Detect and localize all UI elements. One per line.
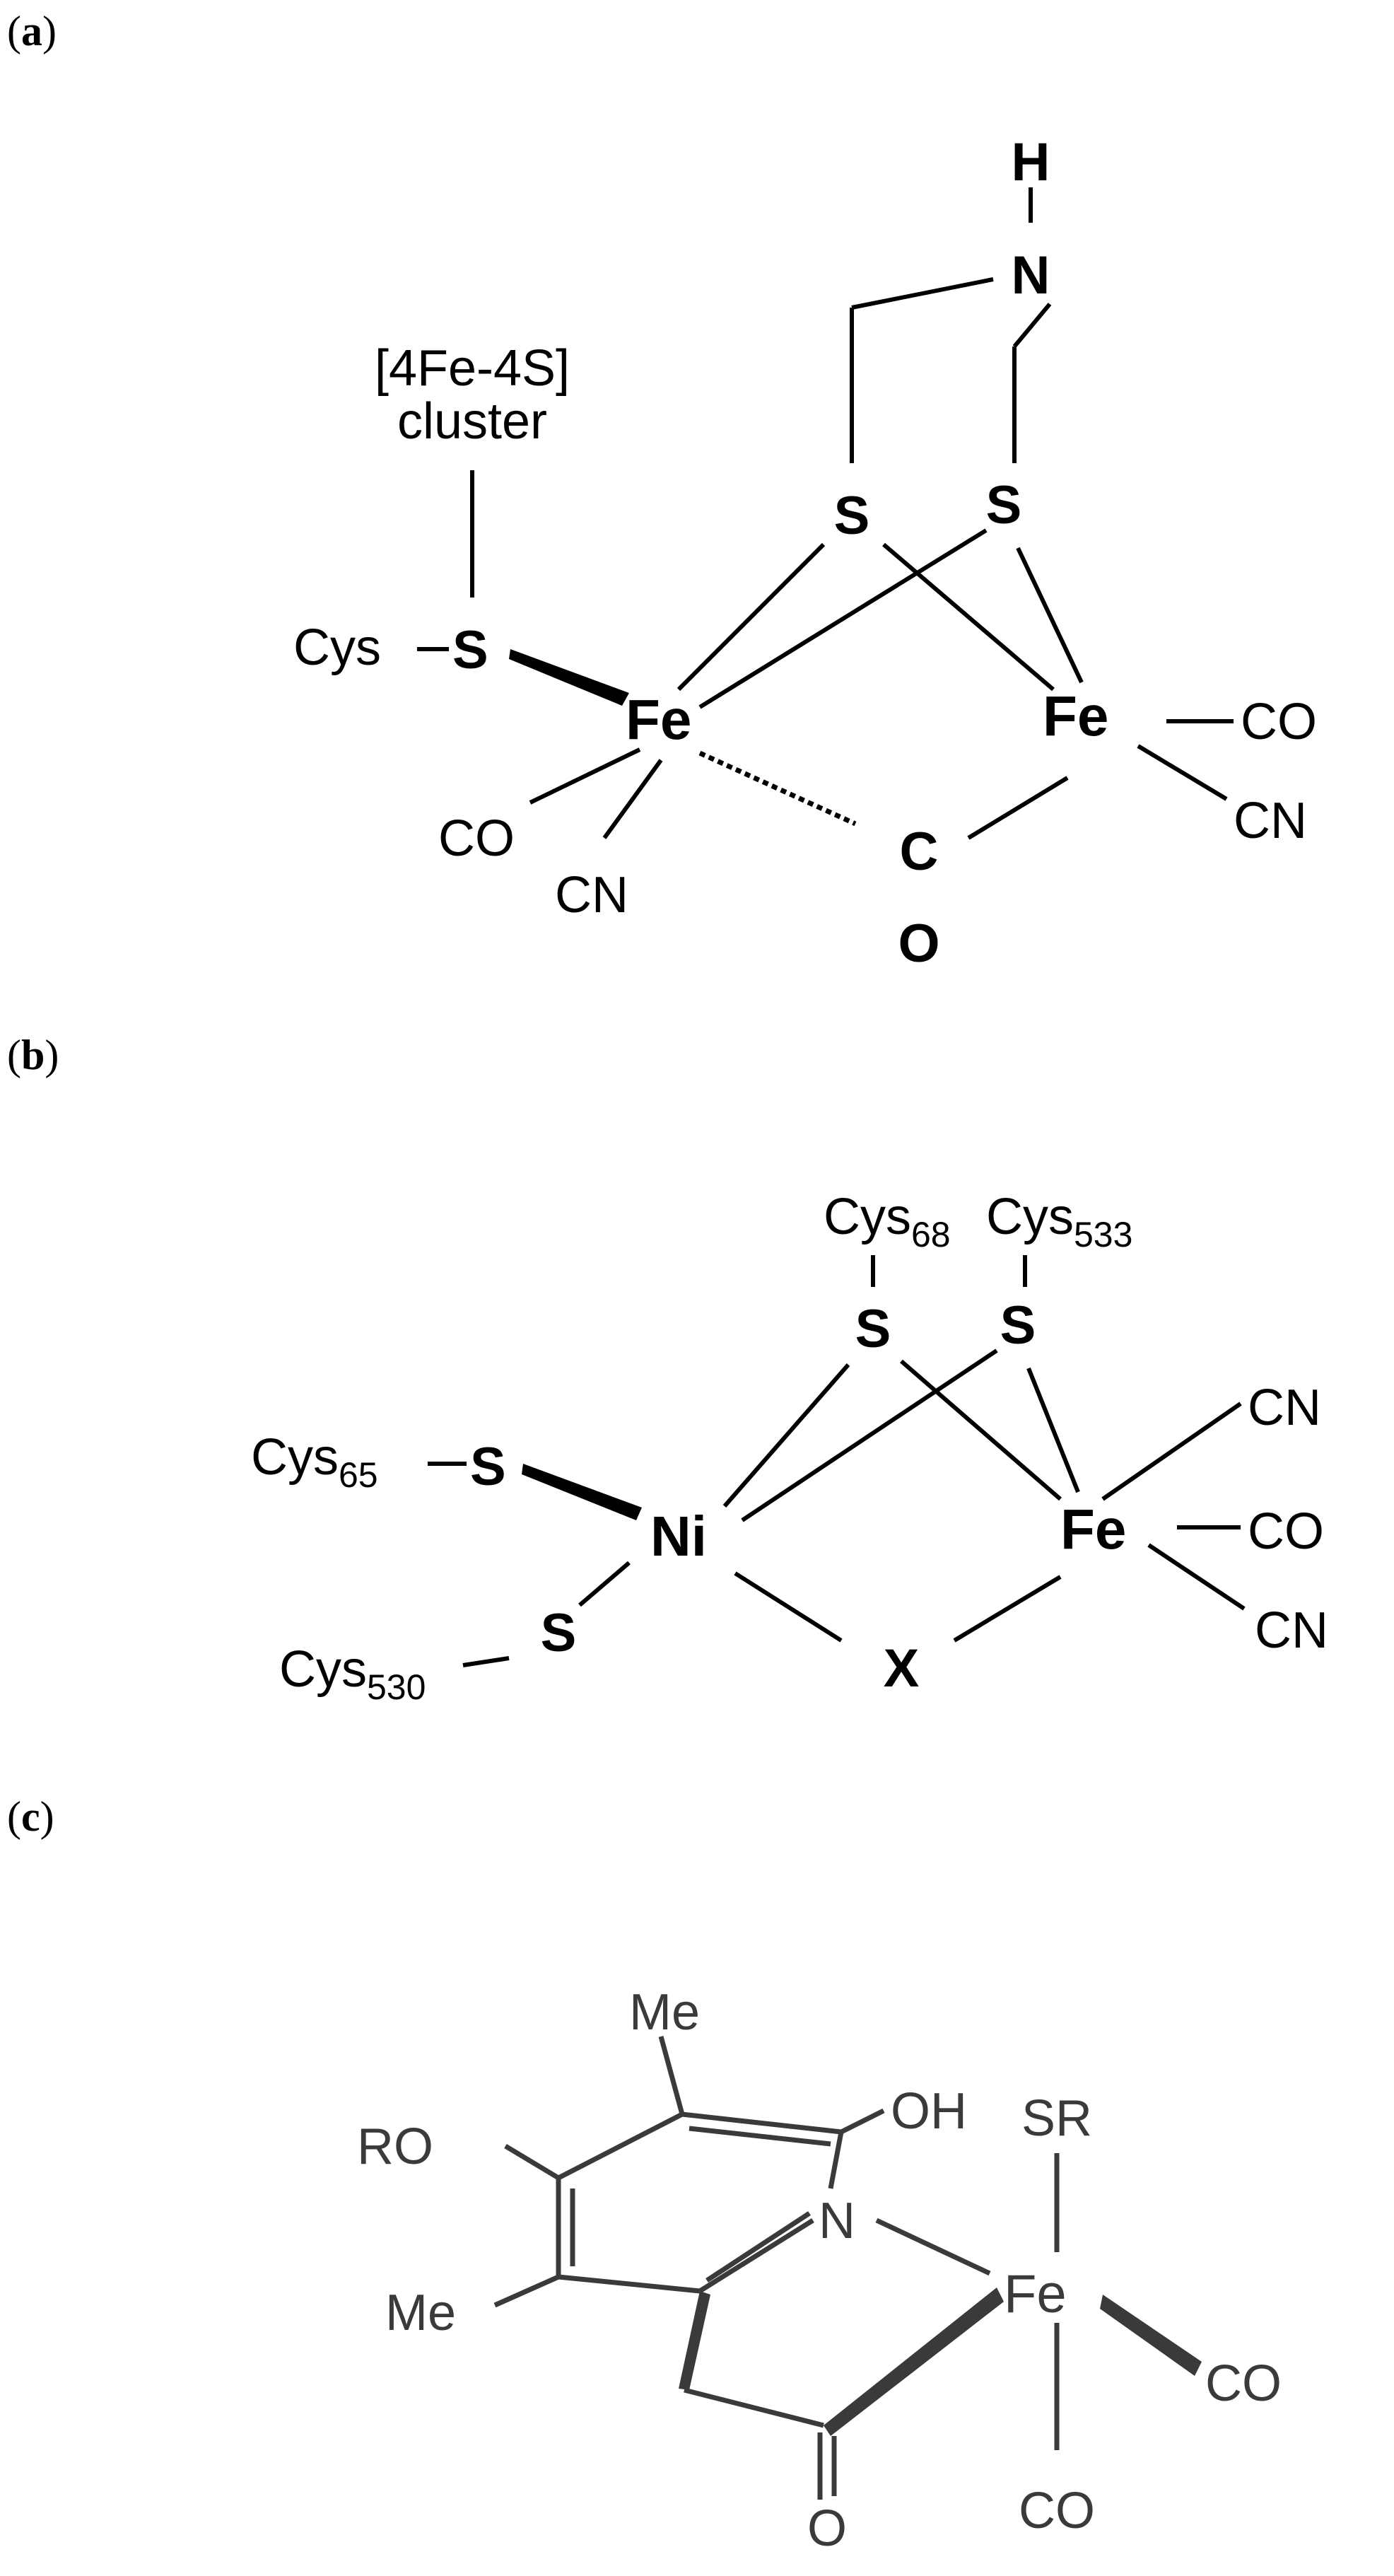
bond-fe2-bridging-co	[967, 776, 1069, 840]
atom-s-bridging-2: S	[1000, 1295, 1036, 1356]
wedge-s-ni	[522, 1464, 642, 1520]
thiolate-sr: SR	[1021, 2090, 1092, 2147]
bond-me-top	[658, 2036, 685, 2115]
panel-label-c: (c)	[7, 1793, 54, 1840]
ligand-co-right: CO	[1241, 694, 1317, 750]
structure-a-fefe-hydrogenase: H N S S [4Fe-4S] cluster Cys S Fe Fe CO …	[293, 132, 1317, 974]
ring-bond-c1-n-double	[705, 2211, 811, 2283]
methyl-bottom: Me	[385, 2285, 456, 2341]
ring-bond-c3-c4	[681, 2111, 842, 2135]
ligand-cn-top: CN	[1248, 1380, 1321, 1436]
atom-fe: Fe	[1004, 2264, 1067, 2324]
wedge-c1-ch2	[679, 2291, 710, 2390]
bond-ni-x	[734, 1571, 843, 1643]
bond-n-fe	[875, 2217, 991, 2276]
bond-s2-fe1	[698, 528, 988, 709]
methyl-top: Me	[629, 1984, 700, 2041]
atom-h: H	[1012, 132, 1050, 192]
bond-s1-fe2	[882, 542, 1055, 692]
cluster-label-line1: [4Fe-4S]	[375, 340, 570, 397]
ligand-co-right: CO	[1205, 2355, 1282, 2412]
bond-n-ch2-right	[1012, 303, 1052, 348]
ligand-co: CO	[1248, 1503, 1324, 1560]
atom-s-cys530: S	[541, 1603, 577, 1663]
bond-s530-cys	[462, 1656, 510, 1667]
structure-b-nife-hydrogenase: Cys68 Cys533 S S Cys65 S Ni Fe CN CO CN …	[251, 1189, 1328, 1707]
bond-s2-fe2	[1016, 547, 1084, 684]
atom-s-cys65: S	[470, 1437, 506, 1497]
atom-s-bridging-2: S	[986, 475, 1022, 535]
bond-s1-fe1	[676, 542, 826, 692]
bond-fe-cn-bottom	[1147, 1543, 1246, 1611]
bond-fe1-bridging-co-dashed	[698, 750, 857, 827]
atom-fe-proximal: Fe	[626, 688, 691, 751]
bond-s2-ni	[741, 1348, 998, 1522]
cys533-label: Cys533	[986, 1189, 1132, 1254]
cluster-label-line2: cluster	[397, 393, 547, 450]
ring-bond-c6-c1	[558, 2274, 701, 2294]
bond-ro	[504, 2143, 560, 2181]
bond-ni-s530	[578, 1561, 631, 1607]
bond-n-ch2-left	[851, 277, 994, 310]
bond-oh	[840, 2108, 885, 2135]
atom-c-bridging: C	[900, 822, 939, 882]
structure-c-fe-hydrogenase: Me OH SR RO N Me Fe CO O CO	[357, 1984, 1282, 2557]
bond-fe-cn-top	[1101, 1401, 1242, 1501]
cys530-label: Cys530	[279, 1641, 426, 1707]
panel-label-b: (b)	[7, 1032, 59, 1078]
atom-o-bridging: O	[898, 914, 939, 974]
hydroxyl: OH	[891, 2083, 967, 2140]
bond-fe1-cn	[602, 759, 663, 839]
atom-s-bridging-1: S	[855, 1299, 891, 1359]
bond-me-bottom	[493, 2274, 560, 2308]
atom-x-bridging: X	[884, 1638, 920, 1698]
ligand-cn-bottom: CN	[1255, 1602, 1328, 1659]
alkoxy-ro: RO	[357, 2119, 433, 2175]
panel-label-a: (a)	[7, 8, 57, 54]
bond-ch2-acyl	[684, 2387, 824, 2428]
ligand-co-bottom: CO	[1019, 2483, 1095, 2539]
bond-s1-fe	[900, 1359, 1062, 1501]
wedge-s-fe1	[509, 649, 629, 706]
ring-bond-c2-n	[828, 2131, 844, 2189]
bond-fe2-cn	[1137, 744, 1228, 801]
atom-fe: Fe	[1060, 1498, 1126, 1561]
atom-fe-distal: Fe	[1043, 684, 1108, 747]
ligand-cn-left: CN	[555, 867, 628, 923]
cys65-label: Cys65	[251, 1429, 378, 1495]
ring-bond-c4-c5	[557, 2111, 684, 2181]
bond-fe-x	[953, 1575, 1062, 1643]
cys68-label: Cys68	[824, 1189, 951, 1254]
ligand-co-left: CO	[438, 810, 515, 867]
atom-n: N	[819, 2193, 855, 2249]
wedge-acyl-fe	[824, 2287, 1004, 2436]
atom-s-cys: S	[452, 620, 488, 680]
bond-s2-fe	[1026, 1367, 1080, 1493]
bond-fe1-co	[529, 747, 641, 805]
wedge-fe-co	[1100, 2295, 1202, 2376]
atom-s-bridging-1: S	[834, 486, 870, 546]
ring-bond-c1-n	[698, 2218, 814, 2293]
ligand-cn-right: CN	[1234, 793, 1307, 849]
bond-s1-ni	[722, 1363, 850, 1508]
atom-n: N	[1012, 245, 1050, 305]
atom-ni: Ni	[650, 1505, 707, 1568]
acyl-oxygen: O	[807, 2500, 847, 2557]
cys-label: Cys	[293, 619, 381, 676]
ring-bond-c3-c4-double	[689, 2126, 831, 2147]
